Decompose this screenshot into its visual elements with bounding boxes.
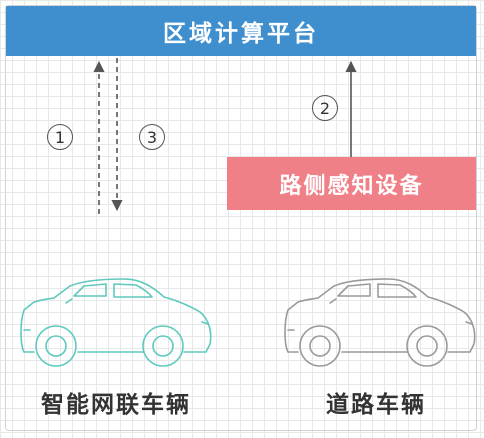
road-vehicle-label: 道路车辆 (326, 392, 426, 418)
step-1-label: 1 (54, 127, 66, 147)
regional-computing-platform-label: 区域计算平台 (163, 21, 319, 47)
step-2-marker: 2 (312, 95, 338, 121)
roadside-sensing-device-label: 路侧感知设备 (279, 173, 424, 199)
connected-vehicle-label: 智能网联车辆 (41, 392, 191, 418)
step-1-marker: 1 (47, 124, 73, 150)
roadside-sensing-device-node: 路侧感知设备 (227, 157, 476, 210)
road-vehicle-car-icon (284, 278, 476, 367)
connected-vehicle-car-icon (20, 278, 212, 367)
step-3-label: 3 (146, 127, 158, 147)
regional-computing-platform-node: 区域计算平台 (6, 6, 476, 56)
step-2-label: 2 (319, 98, 331, 118)
diagram-frame (5, 5, 477, 431)
step-3-marker: 3 (139, 124, 165, 150)
